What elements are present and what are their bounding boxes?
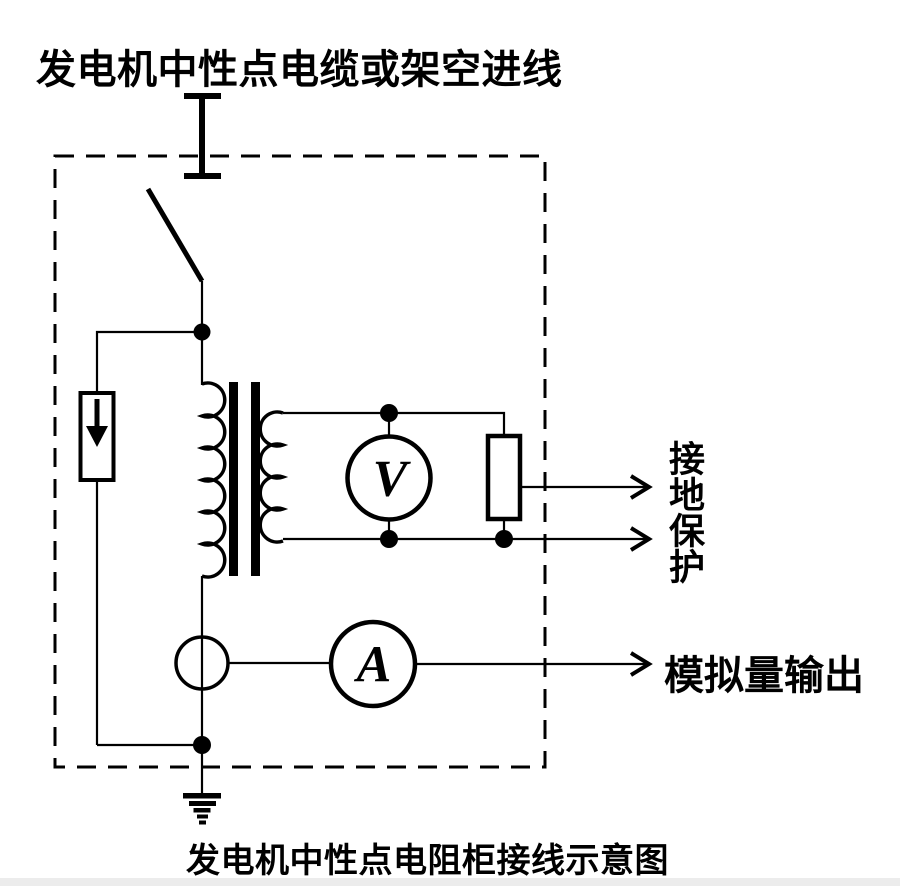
wire-secondary-top <box>283 411 506 436</box>
junction-dot <box>380 530 398 548</box>
junction-dot <box>193 323 211 341</box>
disconnect-switch-icon <box>145 187 205 333</box>
cable-termination-icon <box>184 93 221 179</box>
bottom-caption: 发电机中性点电阻柜接线示意图 <box>186 842 669 880</box>
voltmeter-letter: V <box>373 451 412 508</box>
arrow-analog-output-icon <box>629 651 653 677</box>
primary-winding <box>196 381 227 579</box>
arrow-ground-protection-upper-icon <box>629 474 653 500</box>
ammeter-letter: A <box>354 637 392 694</box>
wire-left-branch-top <box>95 330 202 394</box>
arrow-ground-protection-lower-icon <box>629 526 653 552</box>
cabinet-dashed-boundary <box>53 154 547 769</box>
surge-arrester-icon <box>78 391 116 482</box>
junction-dot <box>495 530 513 548</box>
top-title: 发电机中性点电缆或架空进线 <box>36 48 563 92</box>
ground-protection-label: 接地保护 <box>664 440 705 584</box>
bottom-edge-strip <box>0 878 900 886</box>
junction-dot <box>380 404 398 422</box>
resistor-icon <box>485 433 523 522</box>
transformer-icon <box>196 381 289 579</box>
junction-dots <box>193 323 513 754</box>
earth-ground-icon <box>183 745 221 825</box>
analog-output-label: 模拟量输出 <box>664 654 864 698</box>
secondary-winding <box>258 410 289 544</box>
